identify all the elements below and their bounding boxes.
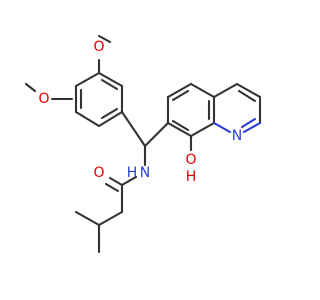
ring-bond: [189, 82, 216, 99]
ring-double-bond: [171, 89, 190, 102]
hydroxy-oxygen-label: O: [185, 152, 196, 168]
ring-bond: [189, 121, 216, 138]
ch-quinoline-bond: [143, 121, 170, 148]
ring-bond-to-n: [242, 121, 262, 134]
central-carbon-bonds: [120, 110, 170, 167]
ring-bond: [166, 82, 193, 99]
chemical-structure: O O O H N H O N: [24, 34, 262, 254]
atom-labels: O O O H N H O N: [38, 39, 242, 185]
ring-double-bond: [100, 78, 119, 91]
methoxy-oxygen-label: O: [38, 91, 49, 107]
carbonyl-oxygen-label: O: [93, 165, 104, 181]
ring-double-bond: [171, 119, 190, 132]
carbonyl-o-bond: [108, 176, 124, 187]
ring-bond: [212, 82, 239, 99]
methyl-bond-left: [24, 82, 37, 93]
isovaleramide-chain: [74, 175, 138, 254]
ring-bond: [97, 71, 124, 88]
ring-bond: [235, 82, 262, 99]
hydroxy-hydrogen-label: H: [186, 169, 197, 185]
ring-double-bond: [240, 117, 257, 129]
amide-nitrogen-label: N: [140, 165, 150, 181]
methoxy-oxygen-label: O: [93, 39, 104, 55]
ring-double-bond: [100, 107, 119, 120]
dimethoxyphenyl-ring: [74, 71, 124, 128]
ring-bond-to-n: [212, 121, 232, 134]
ring-bond: [166, 121, 193, 138]
aryl-ch-bond: [120, 110, 147, 148]
alkyl-bond: [74, 210, 101, 227]
methoxy-groups: [24, 34, 112, 101]
ring-bond: [74, 71, 101, 88]
quinoline-ring: [166, 82, 262, 152]
alkyl-bond: [97, 210, 124, 227]
amide-hydrogen-label: H: [127, 165, 138, 181]
quinoline-nitrogen-label: N: [232, 128, 242, 144]
ring-bond: [97, 110, 124, 128]
carbonyl-o-double-bond: [104, 182, 120, 193]
ring-double-bond: [237, 89, 257, 103]
ring-bond: [74, 110, 101, 128]
nh-carbonyl-bond: [120, 175, 138, 187]
methyl-bond-top: [97, 34, 112, 44]
